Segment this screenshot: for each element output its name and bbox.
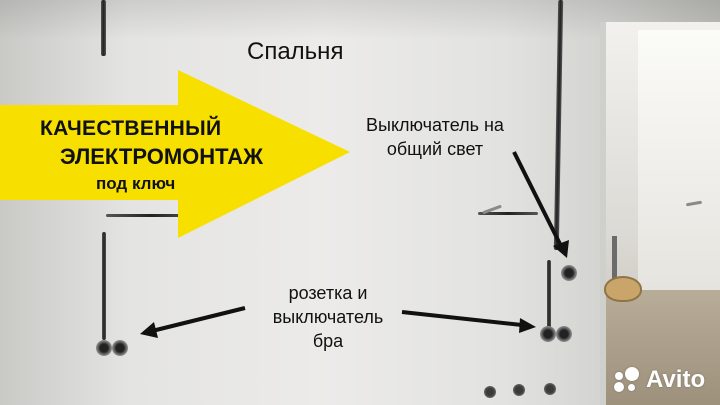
arrow-to-right-socket-line: [401, 310, 523, 327]
wire-groove-left: [101, 0, 106, 56]
yellow-arrow-banner: [0, 70, 350, 238]
banner-line-3: под ключ: [96, 174, 176, 193]
banner-line-1: КАЧЕСТВЕННЫЙ: [40, 117, 222, 140]
banner-line-2: ЭЛЕКТРОМОНТАЖ: [60, 144, 263, 169]
arrow-to-left-socket-head: [140, 322, 158, 338]
arrow-to-switch-head: [553, 240, 569, 258]
socket-box-right-2: [556, 326, 572, 342]
arrow-to-right-socket-head: [519, 318, 536, 333]
bucket: [604, 276, 642, 302]
floor-outlet-2: [513, 384, 525, 396]
avito-dots-icon: [613, 366, 641, 394]
main-switch-label-line-2: общий свет: [386, 139, 484, 159]
socket-label: розетка и выключатель бра: [248, 281, 408, 353]
socket-label-line-1: розетка и: [288, 283, 368, 303]
main-switch-label: Выключатель на общий свет: [340, 113, 530, 161]
avito-watermark: Avito: [613, 366, 705, 394]
floor-outlet-1: [484, 386, 496, 398]
wire-groove-horizontal: [106, 214, 196, 217]
arrow-to-switch-line: [512, 151, 563, 247]
wire-groove-right-lower: [547, 260, 551, 330]
room-label: Спальня: [247, 38, 344, 65]
arrow-to-left-socket-line: [151, 306, 246, 333]
floor-outlet-3: [544, 383, 556, 395]
main-switch-label-line-1: Выключатель на: [366, 115, 504, 135]
socket-label-line-2: выключатель: [272, 307, 384, 327]
socket-box-left-1: [96, 340, 112, 356]
switch-box: [561, 265, 577, 281]
pipe: [612, 236, 617, 280]
wire-groove-left-lower: [102, 232, 106, 340]
next-room-wall: [638, 30, 720, 290]
socket-box-right-1: [540, 326, 556, 342]
wire-groove-mid: [478, 212, 538, 215]
socket-box-left-2: [112, 340, 128, 356]
avito-brand: Avito: [646, 366, 706, 393]
next-room-floor: [606, 290, 720, 405]
socket-label-line-3: бра: [312, 331, 344, 351]
